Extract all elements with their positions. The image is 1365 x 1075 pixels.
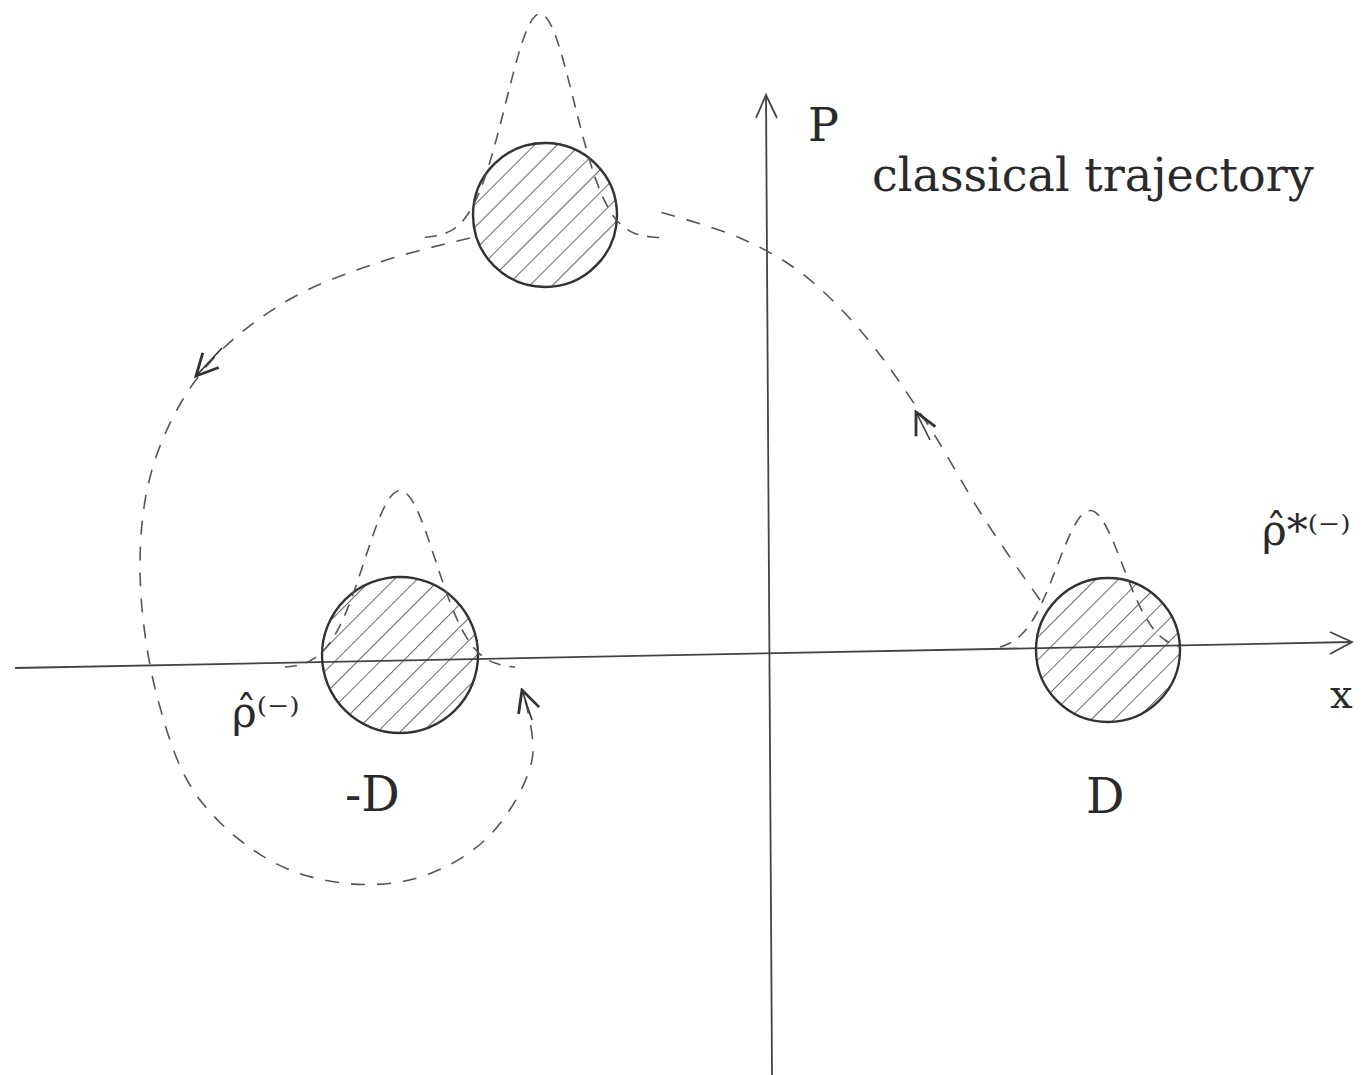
trajectory-label: classical trajectory (872, 150, 1314, 201)
state-label: ρ̂*⁽⁻⁾ (1262, 508, 1351, 554)
axis-label: P (808, 100, 839, 151)
wave-packet (285, 491, 515, 668)
direction-arrow (522, 690, 532, 720)
wave-packet (1000, 511, 1180, 647)
axis-label: x (1330, 672, 1353, 716)
classical-trajectory (140, 238, 533, 885)
direction-arrow (916, 412, 930, 440)
phase-space-blob (473, 143, 617, 287)
position-label: D (1086, 770, 1124, 823)
phase-space-blob (1036, 578, 1180, 722)
state-label: ρ̂⁽⁻⁾ (232, 690, 300, 736)
wave-packet (425, 14, 660, 238)
position-label: -D (345, 768, 400, 821)
classical-trajectory (660, 212, 1040, 600)
p-axis (766, 95, 772, 1075)
phase-space-blob (322, 577, 478, 733)
direction-arrow (196, 348, 222, 376)
x-axis-arrowhead (1330, 632, 1352, 654)
p-axis-arrowhead (756, 95, 777, 118)
